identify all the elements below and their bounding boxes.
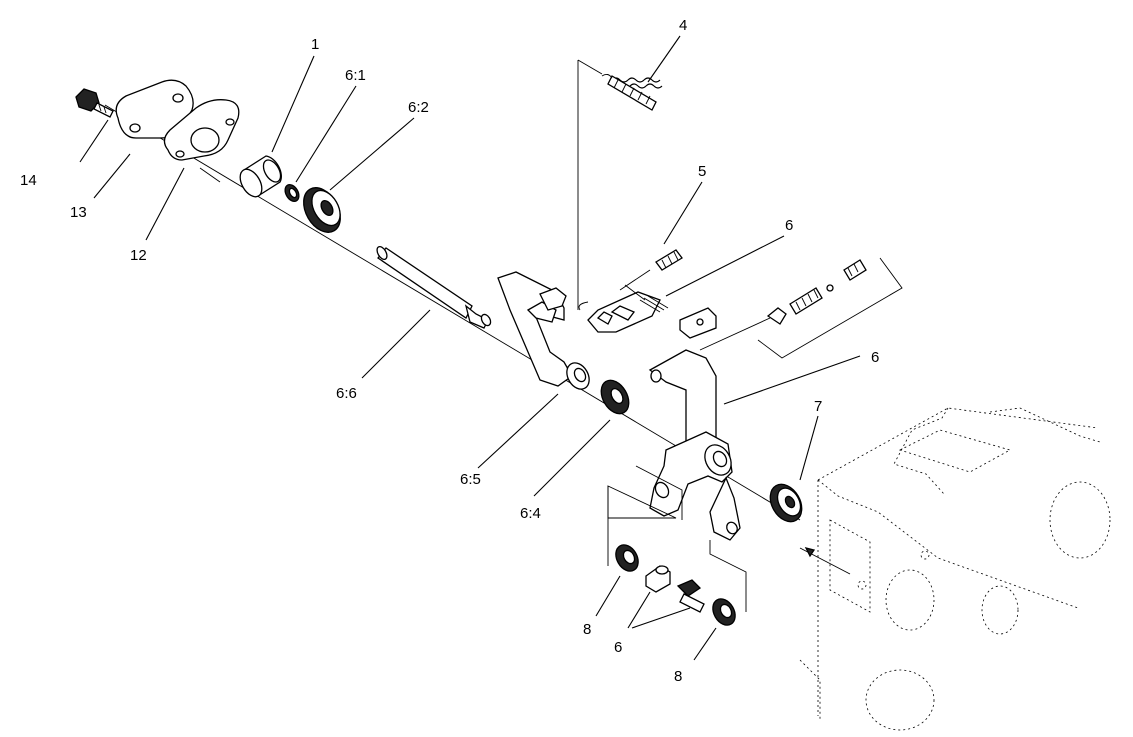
callout-13: 13 <box>70 204 87 221</box>
part-6-4-washer <box>600 379 630 415</box>
callout-8-right: 8 <box>674 668 682 685</box>
part-6-1-ring <box>284 183 300 203</box>
part-8-roller-right <box>712 598 736 626</box>
part-6-pin-left <box>645 565 671 593</box>
part-6-right-springs <box>699 257 903 359</box>
detail-inset-frame <box>607 465 747 612</box>
callout-6-2: 6:2 <box>408 99 429 116</box>
part-13-cover-plate <box>115 79 194 139</box>
part-6-main-lever <box>648 349 741 541</box>
callout-8-left: 8 <box>583 621 591 638</box>
part-6-2-bearing <box>303 187 341 233</box>
part-14-bolt <box>75 88 114 118</box>
callout-6-1: 6:1 <box>345 67 366 84</box>
callout-6-6: 6:6 <box>336 385 357 402</box>
part-4-spring <box>577 59 663 310</box>
callout-6-bottom: 6 <box>614 639 622 656</box>
callout-6-right: 6 <box>871 349 879 366</box>
callout-6-upper: 6 <box>785 217 793 234</box>
callout-4: 4 <box>679 17 687 34</box>
callout-labels: 1 6:1 6:2 4 5 6 6 14 13 12 6:6 6:5 6:4 7… <box>20 17 879 685</box>
part-7-bearing <box>769 483 803 523</box>
part-8-roller-left <box>615 544 639 572</box>
part-6-upper-bracket <box>578 284 717 339</box>
engine-housing <box>799 407 1111 731</box>
part-1-bushing <box>239 155 282 198</box>
part-12-gasket <box>163 99 240 183</box>
leader-lines <box>79 35 861 661</box>
callout-7: 7 <box>814 398 822 415</box>
part-6-5-lever <box>497 271 590 390</box>
callout-6-5: 6:5 <box>460 471 481 488</box>
callout-1: 1 <box>311 36 319 53</box>
part-5-spring <box>619 249 683 291</box>
callout-12: 12 <box>130 247 147 264</box>
part-6-pin-right <box>676 579 705 613</box>
callout-5: 5 <box>698 163 706 180</box>
part-6-6-shaft <box>376 245 492 329</box>
callout-14: 14 <box>20 172 37 189</box>
callout-6-4: 6:4 <box>520 505 541 522</box>
